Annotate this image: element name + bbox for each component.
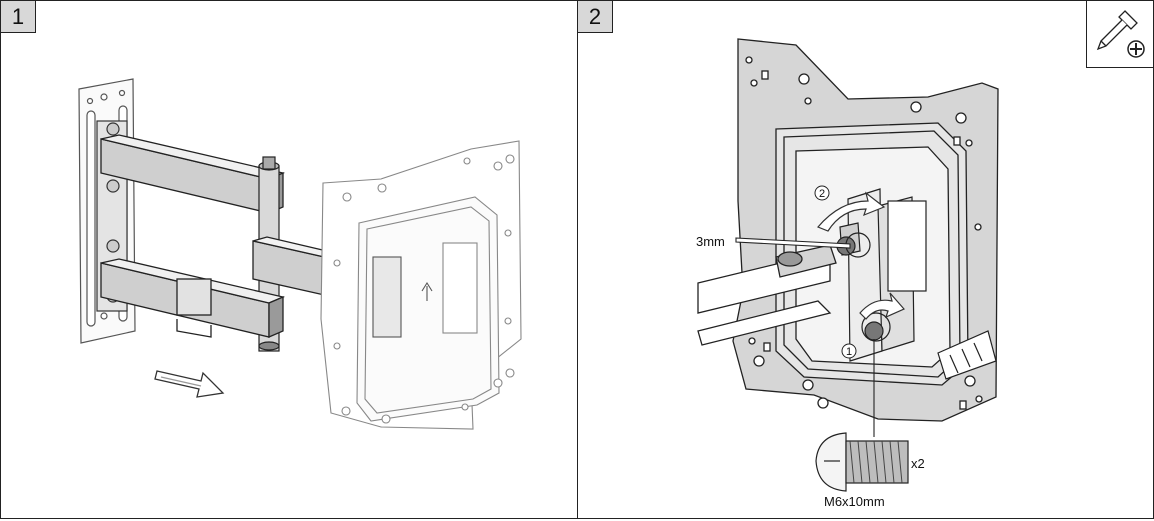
screw-detail: [815, 432, 909, 492]
step-number-badge: 2: [578, 1, 613, 33]
tool-indicator: [1086, 1, 1153, 68]
tv-plate: [320, 140, 522, 430]
step-1-illustration: [78, 78, 522, 430]
allen-key: [735, 237, 851, 249]
step-2-illustration: 2 1 3mm x2 M6x10mm: [696, 38, 999, 509]
step-number-badge: 1: [1, 1, 36, 33]
pull-direction-arrow: [154, 370, 225, 398]
allen-key-size-label: 3mm: [696, 234, 725, 249]
sequence-marker-1: 1: [841, 343, 857, 359]
rotation-arrow-lower: [859, 292, 905, 320]
screw-quantity-label: x2: [911, 456, 925, 471]
screwdriver-handle: [937, 330, 997, 380]
sequence-number: 2: [819, 188, 825, 200]
step-1-panel: 1: [0, 0, 578, 519]
sequence-marker-2: 2: [814, 185, 830, 201]
rotation-arrow-upper: [817, 191, 886, 232]
screw-spec-label: M6x10mm: [824, 494, 885, 509]
lower-arm: [100, 258, 286, 338]
swing-arm: [697, 244, 837, 346]
sequence-number: 1: [846, 346, 852, 358]
step-2-panel: 2: [577, 0, 1154, 519]
phillips-screwdriver-icon: [1096, 10, 1145, 58]
mount-bracket: [839, 188, 927, 362]
